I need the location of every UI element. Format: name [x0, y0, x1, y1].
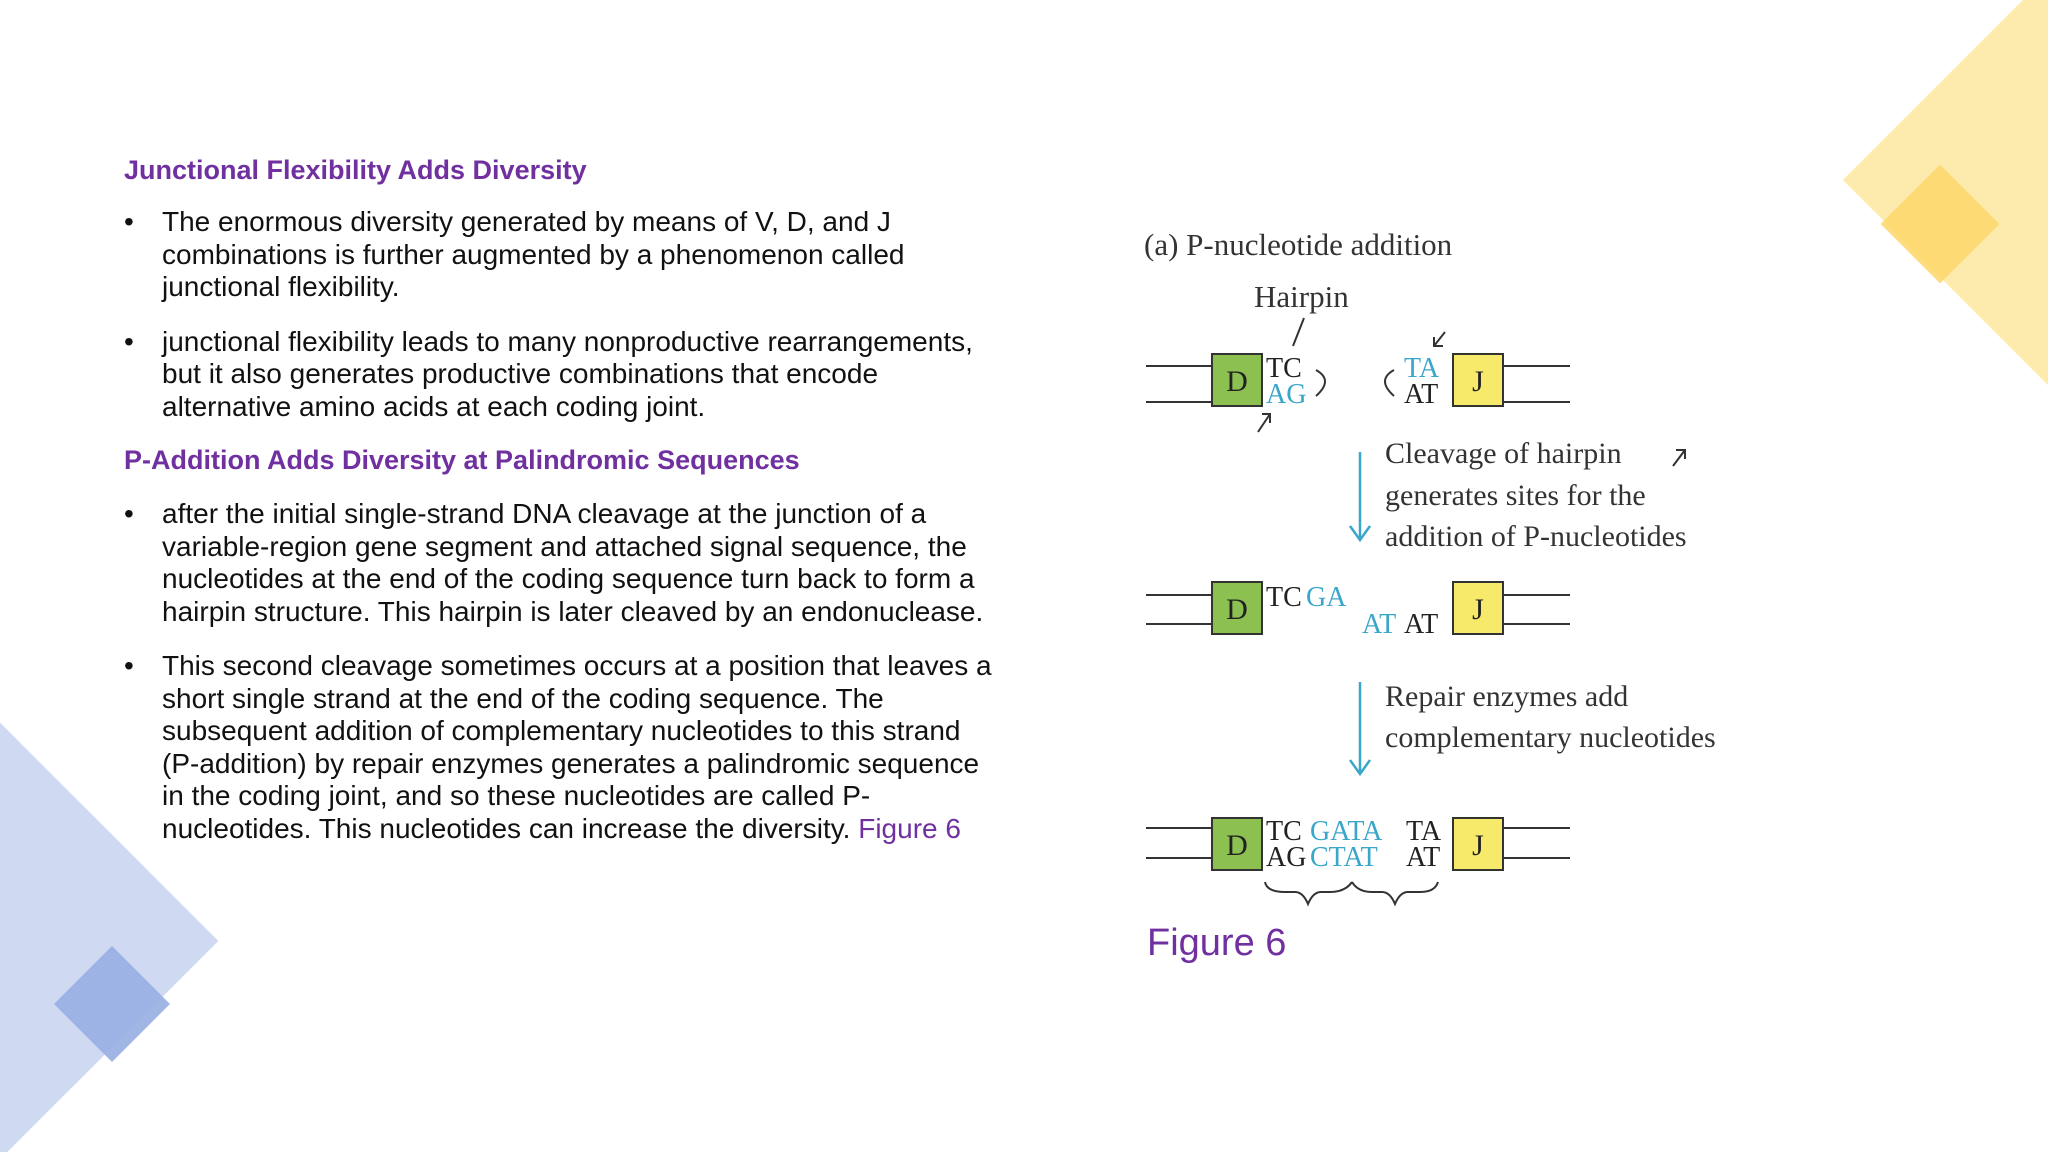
step1-line: Cleavage of hairpin — [1385, 437, 1622, 470]
figure-title: (a) P-nucleotide addition — [1144, 227, 1453, 262]
row-cleaved: D TC GA AT AT J — [1146, 581, 1570, 640]
cleavage-arrowhead — [1262, 413, 1271, 423]
section-heading-junctional-flexibility: Junctional Flexibility Adds Diversity — [124, 155, 587, 185]
junctional-flexibility-bullets: The enormous diversity generated by mean… — [124, 206, 1004, 423]
step1-line: addition of P-nucleotides — [1385, 520, 1687, 553]
brace-right — [1351, 881, 1439, 907]
sequence-text: TC — [1266, 816, 1302, 847]
d-segment-box — [1211, 353, 1263, 407]
bullet-item: The enormous diversity generated by mean… — [124, 206, 1004, 304]
j-segment-box — [1452, 817, 1504, 871]
j-label: J — [1472, 829, 1484, 862]
cleavage-arrow — [1672, 449, 1686, 467]
process-arrowhead — [1348, 759, 1372, 777]
d-segment-box — [1211, 817, 1263, 871]
cleavage-arrowhead — [1433, 337, 1443, 347]
process-arrowhead — [1348, 525, 1372, 543]
cleavage-arrowhead — [1676, 449, 1686, 459]
step1-line: generates sites for the — [1385, 479, 1646, 512]
figure-caption: Figure 6 — [1147, 922, 1287, 964]
step2-line: complementary nucleotides — [1385, 721, 1716, 754]
hairpin-loop — [1315, 369, 1326, 397]
sequence-text: TC — [1266, 353, 1302, 384]
sequence-text-cyan: CTAT — [1310, 842, 1378, 873]
hairpin-loop — [1384, 369, 1395, 397]
step2-line: Repair enzymes add — [1385, 680, 1628, 713]
d-label: D — [1226, 593, 1248, 626]
bullet-item: after the initial single-strand DNA clea… — [124, 498, 1004, 628]
sequence-text-cyan: GA — [1306, 582, 1347, 613]
bullet-text: This second cleavage sometimes occurs at… — [162, 650, 992, 844]
p-nucleotide-diagram: (a) P-nucleotide addition Hairpin D TC A… — [1144, 227, 1716, 907]
j-label: J — [1472, 365, 1484, 398]
d-segment-box — [1211, 581, 1263, 635]
sequence-text: TA — [1406, 816, 1442, 847]
sequence-text: AG — [1266, 842, 1306, 873]
slide-text-column: Junctional Flexibility Adds Diversity Th… — [124, 154, 1004, 845]
figure-6-link[interactable]: Figure 6 — [858, 812, 961, 844]
row-repaired: D TC GATA TA AG CTAT AT J — [1146, 816, 1570, 907]
hairpin-pointer — [1292, 317, 1305, 347]
sequence-text: AT — [1406, 842, 1440, 873]
j-label: J — [1472, 593, 1484, 626]
sequence-text-cyan: AG — [1266, 379, 1306, 410]
row-hairpin: D TC AG TA AT J — [1146, 331, 1570, 433]
j-segment-box — [1452, 353, 1504, 407]
d-label: D — [1226, 365, 1248, 398]
cleavage-arrow — [1433, 331, 1446, 347]
j-segment-box — [1452, 581, 1504, 635]
sequence-text-cyan: AT — [1362, 609, 1396, 640]
sequence-text: AT — [1404, 379, 1438, 410]
sequence-text: AT — [1404, 609, 1438, 640]
hairpin-label: Hairpin — [1254, 279, 1349, 314]
cleavage-arrow — [1257, 413, 1271, 433]
p-addition-bullets: after the initial single-strand DNA clea… — [124, 498, 1004, 845]
brace-left — [1264, 881, 1353, 907]
bullet-item: junctional flexibility leads to many non… — [124, 326, 1004, 424]
sequence-text: TC — [1266, 582, 1302, 613]
d-label: D — [1226, 829, 1248, 862]
sequence-text-cyan: TA — [1404, 353, 1440, 384]
section-heading-p-addition: P-Addition Adds Diversity at Palindromic… — [124, 445, 800, 475]
sequence-text-cyan: GATA — [1310, 816, 1383, 847]
bullet-item: This second cleavage sometimes occurs at… — [124, 650, 1004, 845]
p-nucleotide-figure: (a) P-nucleotide addition Hairpin D TC A… — [1140, 220, 1820, 920]
